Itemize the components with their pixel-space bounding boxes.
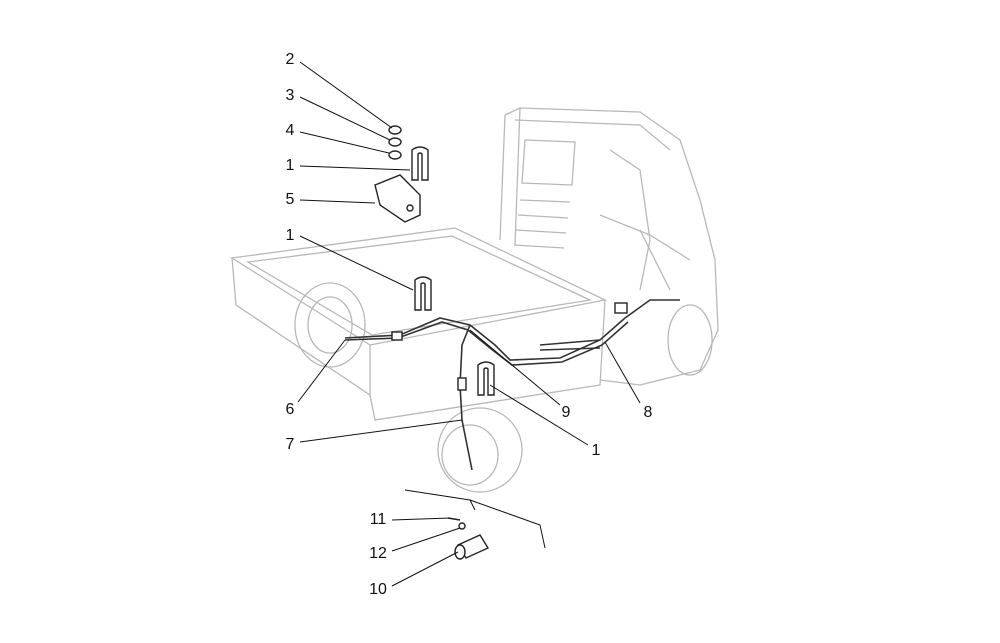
callout-10: 10 (369, 581, 387, 598)
washers (388, 125, 402, 160)
bracket-part (374, 174, 421, 223)
callout-5: 5 (285, 191, 295, 208)
callout-3: 3 (285, 87, 295, 104)
vehicle-outline (230, 107, 719, 549)
callout-8: 8 (643, 404, 653, 421)
clip-part (477, 361, 495, 396)
callout-7: 7 (285, 436, 295, 453)
callout-4: 4 (285, 122, 295, 139)
clip-part (411, 146, 429, 181)
callout-2: 2 (285, 51, 295, 68)
callout-11: 11 (369, 511, 387, 528)
callout-1: 1 (285, 157, 295, 174)
callout-9: 9 (561, 404, 571, 421)
clip-part (414, 276, 432, 311)
callout-1: 1 (591, 442, 601, 459)
leader-lines (297, 61, 641, 587)
wheel-cylinder (447, 517, 490, 560)
brake-pipes (344, 299, 680, 471)
callout-12: 12 (369, 545, 387, 562)
callout-1: 1 (285, 227, 295, 244)
callout-6: 6 (285, 401, 295, 418)
